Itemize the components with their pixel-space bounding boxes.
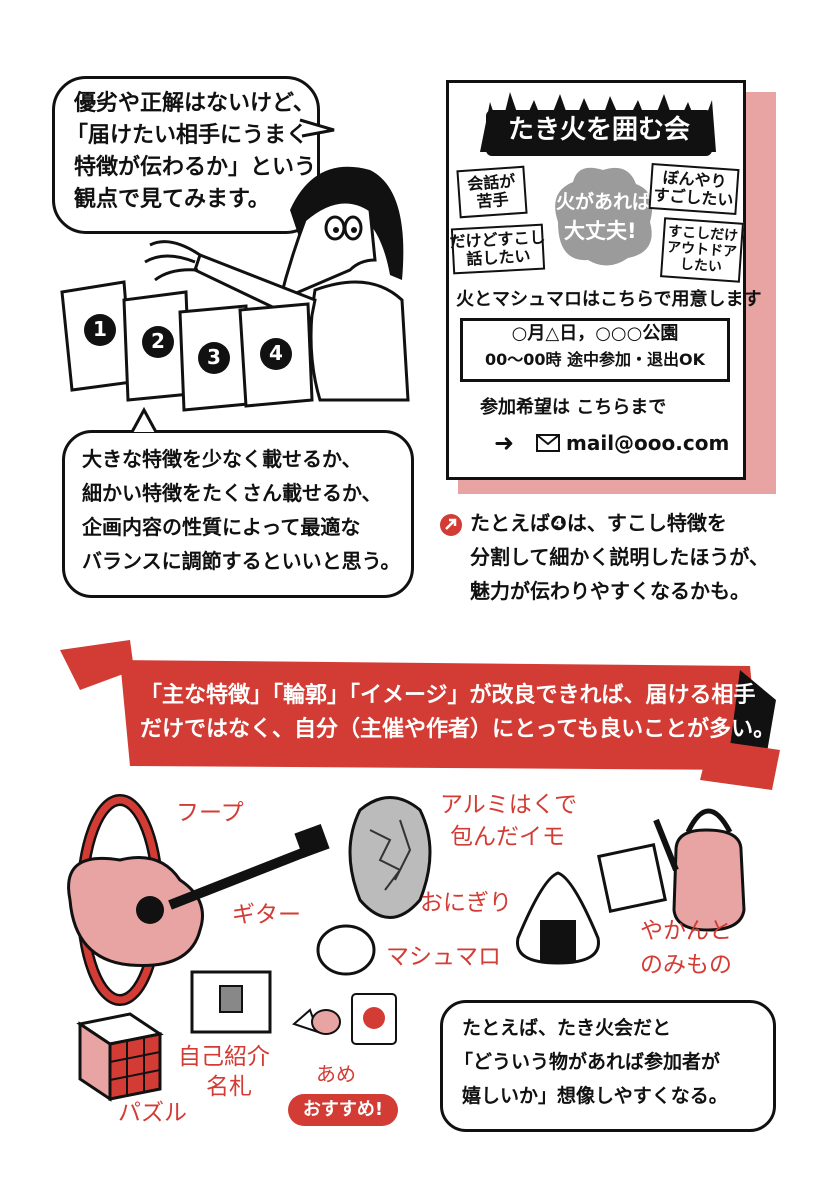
hoop-and-guitar-illustration bbox=[67, 794, 330, 1006]
intro-line-2: 「届けたい相手にうまく bbox=[66, 123, 309, 148]
arrow-up-icon bbox=[440, 514, 462, 536]
kettle-illustration bbox=[597, 808, 746, 932]
tag-talk: だけどすこし 話したい bbox=[449, 223, 546, 275]
label-puzzle: パズル bbox=[118, 1100, 187, 1126]
balance-line-3: 企画内容の性質によって最適な bbox=[82, 515, 361, 539]
label-foil-potato-1: アルミはくで bbox=[440, 792, 578, 818]
label-nametag-1: 自己紹介 bbox=[178, 1044, 270, 1070]
tag-talk-line-2: 話したい bbox=[465, 246, 531, 269]
flyer-mail: mail@ooo.com bbox=[566, 431, 730, 455]
label-guitar: ギター bbox=[232, 902, 301, 928]
flyer-apply-label: 参加希望は こちらまで bbox=[480, 397, 667, 418]
ribbon-banner bbox=[60, 640, 780, 790]
note-line-3: 魅力が伝わりやすくなるかも。 bbox=[470, 579, 750, 603]
balance-line-2: 細かい特徴をたくさん載せるか、 bbox=[82, 481, 382, 505]
recommend-badge bbox=[288, 1094, 398, 1126]
arrow-icon: ➜ bbox=[494, 429, 515, 457]
fire-center-line-1: 火があれば bbox=[556, 191, 652, 213]
intro-line-4: 観点で見てみます。 bbox=[74, 187, 270, 212]
flyer-info-box bbox=[460, 318, 730, 382]
tag-relax-line-2: すごしたい bbox=[652, 185, 734, 210]
banner-line-1: 「主な特徴」「輪郭」「イメージ」が改良できれば、届ける相手 bbox=[140, 683, 756, 708]
intro-line-1: 優劣や正解はないけど、 bbox=[74, 91, 315, 116]
flyer-title-box bbox=[486, 110, 712, 156]
tag-conversation: 会話が 苦手 bbox=[456, 165, 528, 219]
recommend-text: おすすめ! bbox=[302, 1099, 384, 1120]
intro-line-3: 特徴が伝わるか」という bbox=[74, 155, 317, 180]
fire-center-line-2: 大丈夫! bbox=[564, 219, 637, 243]
tag-outdoor-line-3: したい bbox=[679, 256, 723, 276]
balance-speech-bubble bbox=[62, 430, 414, 598]
tag-outdoor: すこしだけ アウトドア したい bbox=[660, 217, 744, 283]
card-2-number: 2 bbox=[151, 329, 165, 353]
fire-cloud-shape bbox=[555, 167, 653, 266]
foil-potato-illustration bbox=[348, 796, 432, 919]
puzzle-cube-illustration bbox=[76, 1012, 164, 1102]
summary-line-2: 「どういう物があれば参加者が bbox=[454, 1051, 721, 1073]
card-3-number: 3 bbox=[207, 345, 221, 369]
note-line-2: 分割して細かく説明したほうが、 bbox=[470, 545, 769, 569]
card-1-number: 1 bbox=[93, 317, 107, 341]
tag-conversation-line-2: 苦手 bbox=[475, 189, 510, 212]
label-hoop: フープ bbox=[176, 800, 244, 826]
flyer-supply-note: 火とマシュマロはこちらで用意します bbox=[456, 289, 762, 310]
label-candy: あめ bbox=[316, 1062, 356, 1086]
label-kettle-1: やかんと bbox=[640, 918, 732, 944]
note-line-1: たとえば❹は、すこし特徴を bbox=[470, 511, 727, 535]
flyer-info-line-2: 00〜00時 途中参加・退出OK bbox=[484, 350, 706, 369]
candy-illustration bbox=[292, 993, 397, 1045]
summary-line-1: たとえば、たき火会だと bbox=[462, 1017, 672, 1039]
label-marshmallow: マシュマロ bbox=[386, 944, 501, 970]
label-foil-potato-2: 包んだイモ bbox=[450, 824, 565, 850]
label-nametag-2: 名札 bbox=[206, 1074, 252, 1100]
presenter-character-illustration bbox=[144, 166, 410, 402]
balance-line-1: 大きな特徴を少なく載せるか、 bbox=[82, 447, 362, 471]
banner-line-2: だけではなく、自分（主催や作者）にとっても良いことが多い。 bbox=[140, 717, 776, 742]
balance-bubble-tail bbox=[130, 406, 158, 433]
balance-line-4: バランスに調節するといいと思う。 bbox=[82, 549, 401, 573]
intro-bubble-tail bbox=[299, 118, 335, 138]
onigiri-illustration bbox=[516, 871, 600, 965]
card-4-number: 4 bbox=[269, 341, 283, 365]
nametag-illustration bbox=[190, 970, 272, 1034]
flyer-info-line-1: ○月△日，○○○公園 bbox=[511, 323, 679, 344]
tag-relax: ぼんやり すごしたい bbox=[648, 162, 740, 216]
label-kettle-2: のみもの bbox=[640, 952, 732, 978]
option-cards-illustration bbox=[60, 280, 314, 412]
summary-speech-bubble bbox=[440, 1000, 776, 1132]
label-onigiri: おにぎり bbox=[420, 890, 512, 916]
summary-line-3: 嬉しいか」想像しやすくなる。 bbox=[462, 1085, 728, 1107]
envelope-icon bbox=[536, 434, 560, 452]
intro-speech-bubble bbox=[52, 76, 320, 234]
flyer-title: たき火を囲む会 bbox=[507, 115, 690, 145]
marshmallow-illustration bbox=[316, 924, 376, 976]
